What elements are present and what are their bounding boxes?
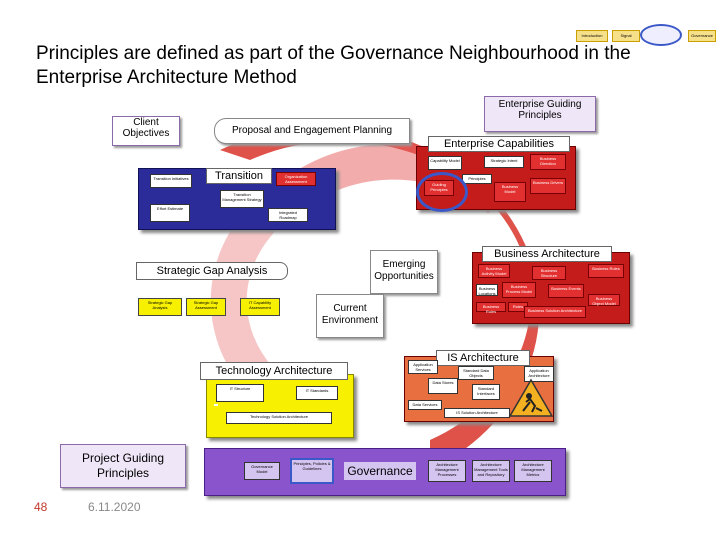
- enterprise-guiding-principles-callout: Enterprise Guiding Principles: [484, 96, 596, 132]
- it-standards-box: IT Standards: [296, 386, 338, 400]
- slide-title: Principles are defined as part of the Go…: [36, 43, 631, 88]
- strategic-intent-box: Strategic Intent: [484, 156, 524, 168]
- governance-title: Governance: [344, 462, 416, 480]
- transition-initiatives-box: Transition Initiatives: [150, 174, 192, 188]
- proposal-engagement-planning: Proposal and Engagement Planning: [214, 118, 410, 144]
- capability-model-box: Capability Model: [428, 156, 462, 170]
- strategic-gap-analysis-title: Strategic Gap Analysis: [136, 262, 288, 280]
- business-process-model-box: Business Process Model: [502, 282, 536, 298]
- emerging-opportunities-box: Emerging Opportunities: [370, 250, 438, 294]
- business-object-model-box: Business Object Model: [588, 294, 620, 306]
- it-structure-box: IT Structure: [216, 384, 264, 402]
- nav-oval-highlight: [640, 24, 682, 46]
- application-architecture-box: Application Architecture: [524, 366, 554, 382]
- enterprise-capabilities-title: Enterprise Capabilities: [428, 136, 570, 152]
- data-stores-box: Data Stores: [428, 378, 458, 394]
- enterprise-guiding-principles-label: Enterprise Guiding Principles: [498, 99, 582, 121]
- data-services-box: Data Services: [408, 400, 442, 410]
- technology-architecture-title: Technology Architecture: [200, 362, 348, 380]
- nav-tab-introduction[interactable]: Introduction: [576, 30, 608, 42]
- business-roles-box: Business Roles: [588, 264, 624, 278]
- is-architecture-title: IS Architecture: [436, 350, 530, 366]
- organization-assessment-box: Organization Assessment: [276, 172, 316, 186]
- principles-box: Principles: [462, 174, 492, 184]
- standard-data-objects-box: Standard Data Objects: [458, 366, 494, 380]
- business-drivers-box: Business Drivers: [530, 178, 566, 194]
- technology-solution-architecture-box: Technology Solution Architecture: [226, 412, 332, 424]
- is-solution-architecture-box: IS Solution Architecture: [444, 408, 510, 418]
- slide-date: 6.11.2020: [88, 500, 141, 514]
- business-activity-model-box: Business Activity Model: [478, 264, 510, 278]
- principles-policies-guidelines-box: Principles, Policies & Guidelines: [290, 458, 334, 484]
- business-structure-box: Business Structure: [532, 266, 566, 280]
- it-infrastructure-box: IT Infrastructure: [214, 404, 218, 406]
- business-direction-box: Business Direction: [530, 154, 566, 170]
- it-capability-assessment-box: IT Capability Assessment: [240, 298, 280, 316]
- project-guiding-principles-label: Project Guiding Principles: [81, 451, 165, 480]
- transition-title: Transition: [206, 168, 272, 184]
- business-architecture-title: Business Architecture: [482, 246, 612, 262]
- business-solution-architecture-box: Business Solution Architecture: [524, 306, 586, 318]
- client-objectives-label: Client Objectives: [122, 117, 170, 139]
- construction-sign-icon: [508, 378, 554, 417]
- current-environment-label: Current Environment: [321, 303, 379, 326]
- business-rules-box: Business Rules: [476, 302, 506, 314]
- nav-tab-governance[interactable]: Governance: [688, 30, 716, 42]
- architecture-management-processes-box: Architecture Management Processes: [428, 460, 466, 482]
- strategic-gap-assessment-box: Strategic Gap Assessment: [186, 298, 226, 316]
- business-locations-box: Business Locations: [476, 284, 498, 296]
- effort-estimate-box: Effort Estimate: [150, 204, 190, 222]
- emerging-opportunities-label: Emerging Opportunities: [374, 259, 434, 282]
- strategic-gap-analysis-box: Strategic Gap Analysis: [138, 298, 182, 316]
- guiding-principles-highlight-ring: [416, 172, 468, 212]
- current-environment-box: Current Environment: [316, 294, 384, 338]
- client-objectives-box: Client Objectives: [112, 116, 180, 146]
- proposal-label: Proposal and Engagement Planning: [231, 125, 393, 136]
- nav-tab-signal[interactable]: Signal: [612, 30, 640, 42]
- architecture-management-metrics-box: Architecture Management Metrics: [514, 460, 552, 482]
- standard-interfaces-box: Standard Interfaces: [472, 384, 500, 400]
- page-number: 48: [34, 500, 48, 514]
- application-services-box: Application Services: [408, 360, 438, 374]
- transition-management-strategy-box: Transition Management Strategy: [220, 190, 264, 208]
- governance-model-box: Governance Model: [244, 462, 280, 480]
- project-guiding-principles-callout: Project Guiding Principles: [60, 444, 186, 488]
- business-model-box: Business Model: [494, 182, 526, 202]
- integrated-roadmap-box: Integrated Roadmap: [268, 208, 308, 222]
- business-events-box: Business Events: [548, 284, 584, 298]
- architecture-management-tools-box: Architecture Management Tools and Reposi…: [472, 460, 510, 482]
